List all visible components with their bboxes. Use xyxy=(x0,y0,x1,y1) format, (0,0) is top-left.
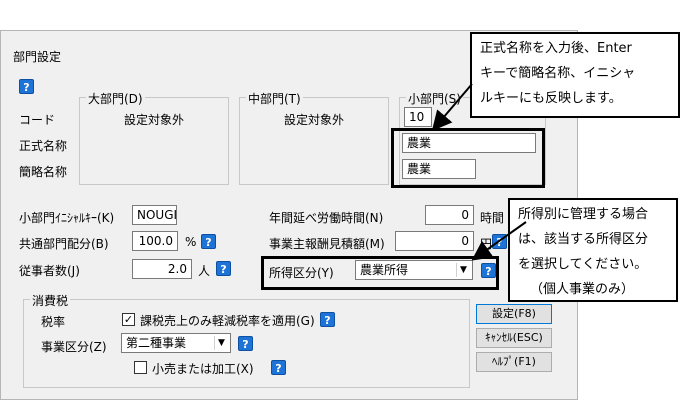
income-category-select[interactable]: 農業所得 ▼ xyxy=(355,260,473,280)
code-label: コード xyxy=(19,113,56,127)
middle-department-legend: 中部門(T) xyxy=(246,90,303,107)
chevron-down-icon: ▼ xyxy=(456,263,470,277)
consumption-tax-legend: 消費税 xyxy=(30,292,71,309)
retail-processing-label: 小売または加工(X) xyxy=(152,362,254,376)
short-name-label: 簡略名称 xyxy=(19,165,68,179)
callout-income-category: 所得別に管理する場合 は、該当する所得区分 を選択してください。 （個人事業のみ… xyxy=(508,198,678,302)
tax-rate-label: 税率 xyxy=(41,315,66,329)
arrow-to-income-category xyxy=(471,221,527,261)
workers-field[interactable]: 2.0 xyxy=(132,259,192,279)
short-name-field[interactable]: 農業 xyxy=(402,159,476,179)
workers-label: 従事者数(J) xyxy=(19,264,80,278)
dialog-title: 部門設定 xyxy=(13,50,62,64)
callout-right-line: （個人事業のみ） xyxy=(530,282,635,297)
official-name-label: 正式名称 xyxy=(19,139,68,153)
name-fields-highlight xyxy=(391,128,545,188)
chevron-down-icon: ▼ xyxy=(214,336,228,350)
business-category-help-icon[interactable]: ? xyxy=(238,336,253,351)
common-allocation-label: 共通部門配分(B) xyxy=(19,237,109,251)
annual-hours-label: 年間延べ労働時間(N) xyxy=(269,211,384,225)
common-allocation-field[interactable]: 100.0 xyxy=(132,231,178,251)
callout-right-line: は、該当する所得区分 xyxy=(518,232,649,247)
owner-reward-label: 事業主報酬見積額(M) xyxy=(269,237,385,251)
business-category-select[interactable]: 第二種事業 ▼ xyxy=(121,333,231,353)
initial-key-field[interactable]: NOUGI xyxy=(132,205,177,225)
workers-unit: 人 xyxy=(198,264,211,278)
common-allocation-help-icon[interactable]: ? xyxy=(201,234,216,249)
income-category-label: 所得区分(Y) xyxy=(269,266,334,280)
callout-top-line: 正式名称を入力後、Enter xyxy=(480,41,632,56)
official-name-field[interactable]: 農業 xyxy=(402,133,536,153)
help-button[interactable]: ﾍﾙﾌﾟ(F1) xyxy=(476,352,552,372)
workers-help-icon[interactable]: ? xyxy=(216,261,231,276)
retail-processing-checkbox[interactable] xyxy=(134,361,147,374)
help-icon[interactable]: ? xyxy=(19,79,34,94)
middle-department-group: 中部門(T) 設定対象外 xyxy=(239,90,389,185)
income-category-value: 農業所得 xyxy=(360,263,409,277)
annual-hours-field[interactable]: 0 xyxy=(425,205,474,225)
income-category-help-icon[interactable]: ? xyxy=(481,263,496,278)
retail-processing-help-icon[interactable]: ? xyxy=(271,360,286,375)
callout-top-line: キーで簡略名称、イニシャ xyxy=(480,66,636,81)
callout-top-line: ルキーにも反映します。 xyxy=(480,91,622,106)
middle-department-value: 設定対象外 xyxy=(284,113,345,127)
large-department-group: 大部門(D) 設定対象外 xyxy=(79,90,229,185)
cancel-button[interactable]: ｷｬﾝｾﾙ(ESC) xyxy=(476,328,552,348)
arrow-to-name-fields xyxy=(431,83,473,132)
initial-key-label: 小部門ｲﾆｼｬﾙｷｰ(K) xyxy=(19,211,115,225)
large-department-legend: 大部門(D) xyxy=(86,90,145,107)
callout-right-line: 所得別に管理する場合 xyxy=(518,207,649,222)
percent-unit: % xyxy=(185,235,197,249)
reduced-rate-checkbox[interactable]: ✓ xyxy=(122,313,135,326)
callout-right-line: を選択してください。 xyxy=(518,257,648,272)
income-category-highlight xyxy=(261,256,499,290)
settings-button[interactable]: 設定(F8) xyxy=(476,304,552,324)
large-department-value: 設定対象外 xyxy=(124,113,185,127)
reduced-rate-label: 課税売上のみ軽減税率を適用(G) xyxy=(140,314,315,328)
callout-name-reflection: 正式名称を入力後、Enter キーで簡略名称、イニシャ ルキーにも反映します。 xyxy=(470,32,680,118)
business-category-label: 事業区分(Z) xyxy=(41,340,107,354)
consumption-tax-group: 消費税 xyxy=(23,292,470,388)
hours-unit: 時間 xyxy=(480,211,505,225)
business-category-value: 第二種事業 xyxy=(126,336,187,350)
reduced-rate-help-icon[interactable]: ? xyxy=(320,312,335,327)
small-department-code-field[interactable]: 10 xyxy=(404,107,432,127)
small-department-legend: 小部門(S) xyxy=(406,90,463,107)
